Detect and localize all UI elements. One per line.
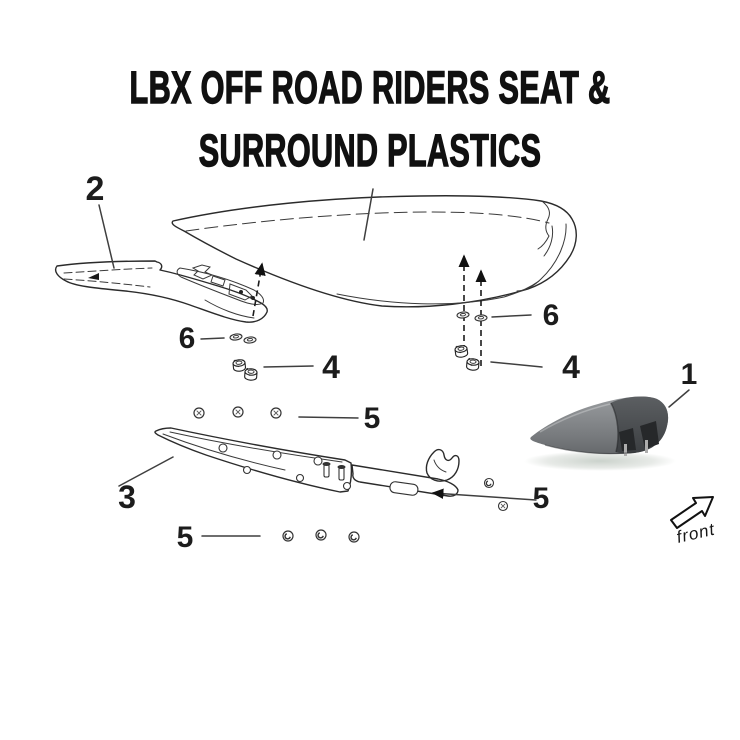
callout-5-top-label: 5 — [364, 402, 381, 435]
callout-6-right-label: 6 — [543, 299, 560, 332]
clip-nut-icon — [232, 358, 247, 373]
assembly-arrow-left — [252, 262, 266, 317]
hinge-pins — [322, 462, 346, 481]
seat-cushion-outline-drawing — [171, 195, 577, 308]
diagram-title-line2: SURROUND PLASTICS — [198, 124, 542, 176]
screw-icon — [232, 406, 244, 418]
screw-icon — [348, 531, 360, 543]
screw-icon — [315, 529, 327, 541]
panel-tip-mark — [88, 273, 99, 280]
screws-bottom-row — [282, 529, 360, 543]
screw-icon — [193, 407, 205, 419]
seat-photo-render — [524, 396, 676, 471]
clip-nut-icon — [243, 367, 258, 382]
clip-nut-icon — [454, 344, 469, 359]
screw-icon — [282, 530, 294, 542]
callout-3-label: 3 — [118, 479, 136, 515]
screw-icon — [483, 477, 495, 489]
callout-3-leader — [118, 456, 174, 487]
callout-5-top-leader — [298, 416, 359, 419]
seat-mount-pin — [645, 440, 648, 453]
callout-4-left-label: 4 — [322, 349, 340, 385]
washer-icon — [474, 314, 488, 322]
clip-nut-pair-left — [232, 358, 258, 382]
callout-5-right-label: 5 — [533, 482, 550, 515]
seat-bracket — [619, 428, 636, 451]
front-arrow-icon — [670, 496, 714, 529]
seat-rear-section — [611, 396, 669, 454]
callout-6-left-leader — [200, 337, 225, 340]
callout-1-label: 1 — [681, 358, 698, 391]
washer-icon — [456, 310, 470, 320]
callout-5-right-leader — [431, 488, 537, 501]
washer-icon — [243, 335, 257, 345]
washer-pair-right — [456, 310, 488, 322]
washer-pair-left — [229, 332, 257, 345]
lower-side-panel-drawing — [154, 427, 460, 497]
callout-4-right-leader — [490, 361, 543, 368]
screw-icon — [270, 407, 282, 419]
seat-mount-pin — [624, 444, 627, 456]
seat-leader-line — [363, 188, 374, 241]
callout-4-left-leader — [263, 365, 314, 368]
callout-2-label: 2 — [86, 170, 105, 208]
callout-1-leader — [668, 389, 690, 408]
diagram-title: LBX OFF ROAD RIDERS SEAT & SURROUND PLAS… — [118, 56, 621, 182]
seat-shadow — [524, 451, 676, 471]
seat-bracket — [640, 421, 659, 449]
upper-side-panel-drawing — [54, 260, 268, 323]
diagram-title-line1: LBX OFF ROAD RIDERS SEAT & — [129, 61, 611, 113]
washer-icon — [229, 332, 243, 342]
callout-6-right-leader — [491, 314, 532, 318]
callout-6-left-label: 6 — [179, 322, 196, 355]
screw-icon — [497, 500, 509, 512]
front-direction-arrow: front — [670, 496, 717, 547]
callout-4-right-label: 4 — [562, 349, 580, 385]
screws-right-pair — [483, 477, 509, 512]
clip-nut-icon — [465, 357, 480, 372]
screws-top-row — [193, 406, 282, 419]
clip-nut-pair-right — [454, 344, 480, 372]
callout-2-leader — [98, 204, 115, 269]
callout-5-bottom-label: 5 — [177, 521, 194, 554]
